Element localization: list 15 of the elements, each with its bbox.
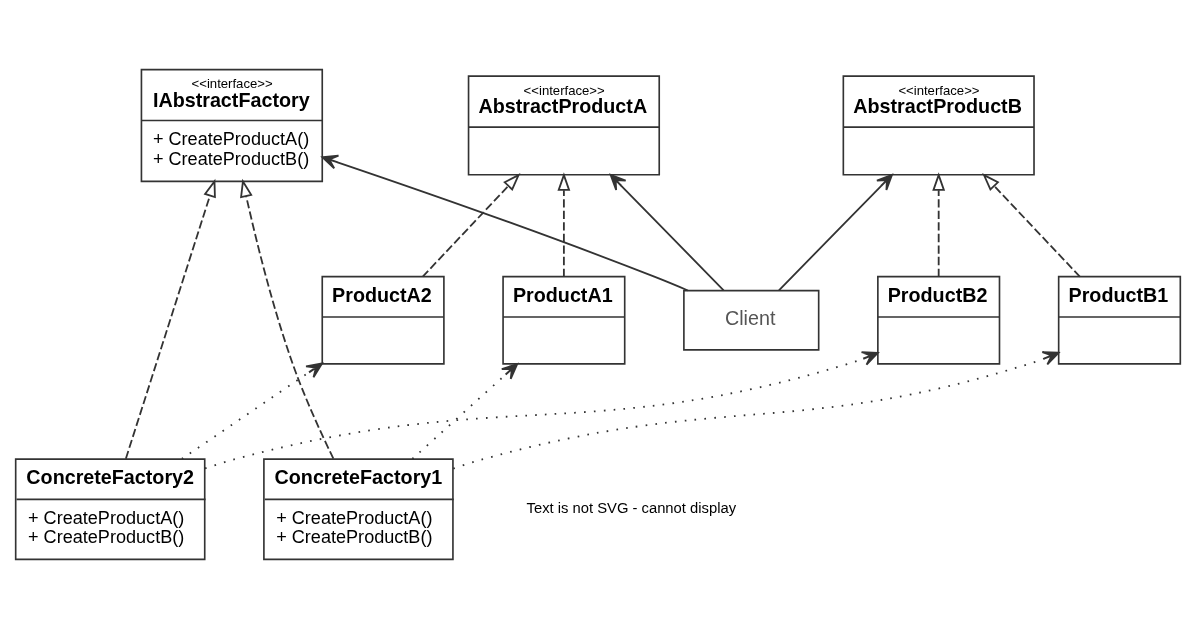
arrow	[321, 154, 689, 291]
arrow	[609, 173, 725, 291]
arrow	[411, 362, 519, 460]
arrow	[124, 178, 216, 460]
arrow	[240, 178, 335, 459]
arrow	[778, 173, 893, 291]
arrow	[204, 350, 879, 469]
arrow	[982, 172, 1081, 277]
arrow	[181, 362, 323, 460]
arrow	[421, 172, 521, 277]
arrow	[557, 171, 571, 277]
label: Text is not SVG - cannot display	[526, 499, 737, 516]
arrow	[932, 171, 946, 277]
arrow	[452, 350, 1060, 469]
node-box: Client	[683, 289, 820, 351]
